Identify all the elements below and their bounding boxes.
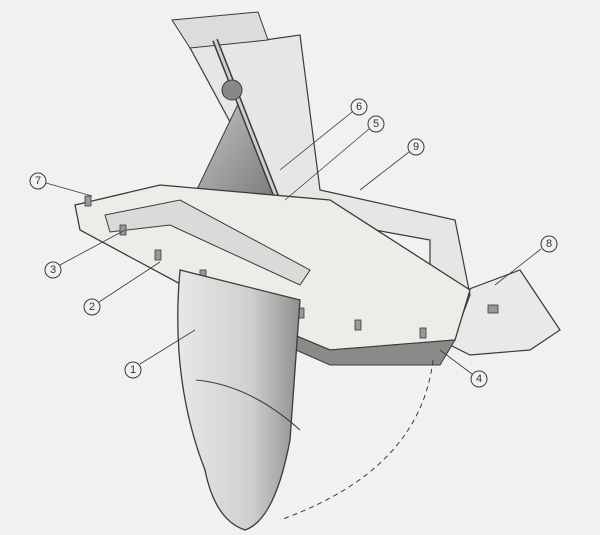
leader-lines	[45, 111, 542, 375]
tower-top-plate	[171, 11, 269, 49]
callout-label: 1	[130, 364, 136, 376]
callout-6: 6	[350, 98, 368, 116]
callout-1: 1	[124, 361, 142, 379]
swing-arc	[279, 359, 434, 521]
callout-label: 6	[356, 101, 362, 113]
callout-3: 3	[44, 261, 62, 279]
callout-label: 2	[89, 301, 95, 313]
callout-2: 2	[83, 298, 101, 316]
callout-label: 4	[476, 373, 482, 385]
fin-bulb-seam	[195, 379, 301, 431]
callout-7: 7	[29, 172, 47, 190]
callout-label: 5	[373, 118, 379, 130]
callout-9: 9	[407, 138, 425, 156]
callout-label: 8	[546, 238, 552, 250]
pivot-pin	[221, 79, 243, 101]
keel-arm	[104, 199, 311, 286]
callout-label: 3	[50, 264, 56, 276]
keel-fin	[177, 269, 301, 531]
callout-8: 8	[540, 235, 558, 253]
callout-label: 7	[35, 175, 41, 187]
callout-label: 9	[413, 141, 419, 153]
callout-4: 4	[470, 370, 488, 388]
callout-5: 5	[367, 115, 385, 133]
